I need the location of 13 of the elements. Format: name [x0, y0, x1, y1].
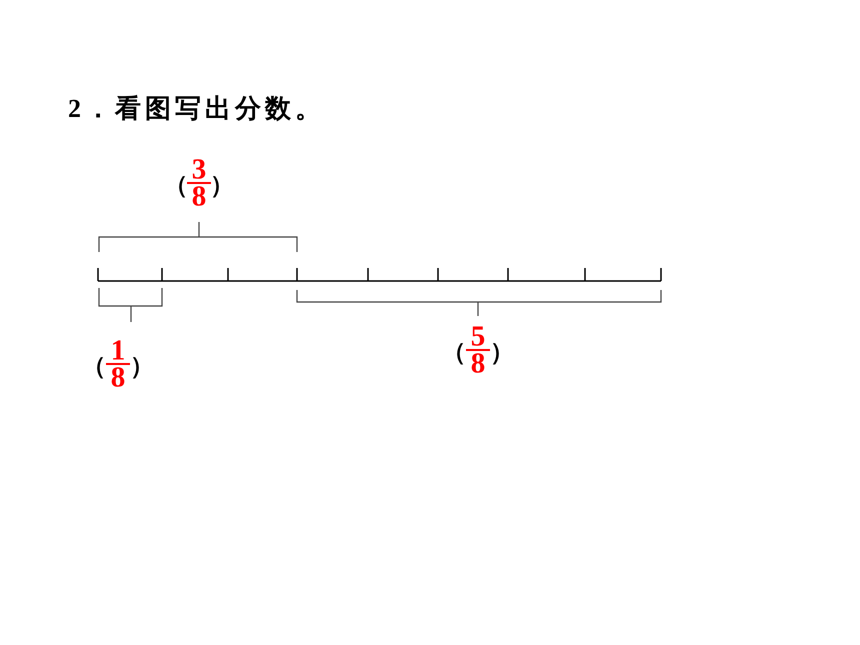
denominator: 8	[192, 186, 206, 207]
parenthesis: ）	[490, 341, 514, 365]
numerator: 1	[110, 340, 126, 362]
parenthesis: （	[164, 174, 188, 198]
denominator: 8	[110, 367, 126, 388]
numerator: 3	[192, 160, 206, 180]
title: 2．看图写出分数。	[68, 94, 325, 124]
denominator: 8	[470, 353, 486, 374]
parenthesis: ）	[130, 355, 154, 379]
parenthesis: （	[442, 341, 466, 365]
parenthesis: ）	[210, 174, 234, 198]
numerator: 5	[470, 326, 486, 348]
parenthesis: （	[82, 355, 106, 379]
